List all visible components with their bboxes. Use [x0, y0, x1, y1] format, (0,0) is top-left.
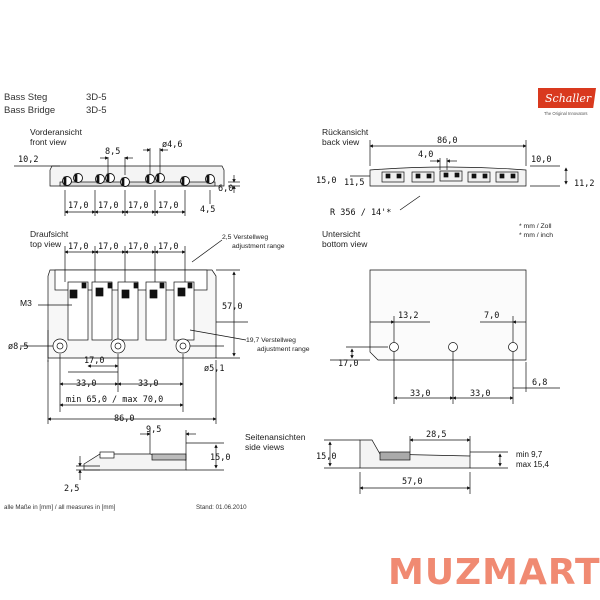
technical-drawing: 10,2 8,5 ø4,6 6,0 4,5 17,0 17,0 17,0 17,… — [8, 136, 594, 494]
back-dim-10: 10,0 — [531, 155, 551, 165]
side-right-max: max 15,4 — [516, 460, 549, 469]
top-dim-range: min 65,0 / max 70,0 — [66, 395, 163, 405]
side-right-dim-15: 15,0 — [316, 452, 336, 462]
side-left-dim-15: 15,0 — [210, 453, 230, 463]
bottom-dim-17: 17,0 — [338, 359, 358, 369]
header-row1-value: 3D-5 — [86, 92, 107, 103]
top-m3: M3 — [20, 298, 32, 308]
front-dim-spacing-1: 17,0 — [68, 201, 88, 211]
top-dim-86: 86,0 — [114, 414, 134, 424]
front-dim-8-5: 8,5 — [105, 147, 120, 157]
back-view-title-en: back view — [322, 137, 360, 147]
side-view-right-drawing — [324, 436, 508, 494]
side-left-dim-9-5: 9,5 — [146, 425, 161, 435]
header-row1-label: Bass Steg — [4, 92, 48, 103]
back-radius: R 356 / 14'* — [330, 208, 391, 218]
front-dim-spacing-4: 17,0 — [158, 201, 178, 211]
front-dim-spacing-2: 17,0 — [98, 201, 118, 211]
top-view-title-de: Draufsicht — [30, 229, 69, 239]
bottom-dim-33a: 33,0 — [410, 389, 430, 399]
back-dim-11-2: 11,2 — [574, 179, 594, 189]
back-dim-11-5: 11,5 — [344, 178, 364, 188]
top-dim-8-5: ø8,5 — [8, 342, 28, 352]
top-view-drawing — [20, 239, 248, 424]
front-view-title-de: Vorderansicht — [30, 127, 82, 137]
muzmart-watermark: MUZMART — [388, 552, 600, 593]
footer-date: Stand: 01.06.2010 — [196, 504, 247, 511]
side-left-dim-2-5: 2,5 — [64, 484, 79, 494]
front-dim-4-6: ø4,6 — [162, 140, 182, 150]
svg-text:Schaller: Schaller — [545, 92, 592, 105]
top-dim-spacing-2: 17,0 — [98, 242, 118, 252]
header-row2-value: 3D-5 — [86, 105, 107, 116]
side-view-title-de: Seitenansichten — [245, 432, 306, 442]
front-view-title-en: front view — [30, 137, 67, 147]
top-dim-57: 57,0 — [222, 302, 242, 312]
back-dim-15: 15,0 — [316, 176, 336, 186]
schaller-logo: Schaller The Original Innovators — [535, 88, 596, 118]
top-dim-spacing-1: 17,0 — [68, 242, 88, 252]
bottom-dim-33b: 33,0 — [470, 389, 490, 399]
adjust-side-de: 19,7 Verstellweg — [246, 337, 296, 344]
top-dim-17: 17,0 — [84, 356, 104, 366]
front-dim-spacing-3: 17,0 — [128, 201, 148, 211]
units-note-inch: * mm / inch — [519, 232, 553, 239]
bottom-view-title-de: Untersicht — [322, 229, 361, 239]
side-right-dim-57: 57,0 — [402, 477, 422, 487]
bottom-dim-13-2: 13,2 — [398, 311, 418, 321]
adjust-top-de: 2,5 Verstellweg — [222, 234, 269, 241]
adjust-side-en: adjustment range — [257, 346, 310, 353]
footer-measures: alle Maße in [mm] / all measures in [mm] — [4, 504, 116, 511]
top-dim-33b: 33,0 — [138, 379, 158, 389]
bottom-view-title-en: bottom view — [322, 239, 368, 249]
top-dim-33a: 33,0 — [76, 379, 96, 389]
front-dim-4-5: 4,5 — [200, 205, 215, 215]
bottom-dim-6-8: 6,8 — [532, 378, 547, 388]
front-dim-6-0: 6,0 — [218, 184, 233, 194]
back-view-title-de: Rückansicht — [322, 127, 369, 137]
top-dim-5-1: ø5,1 — [204, 364, 224, 374]
top-dim-spacing-3: 17,0 — [128, 242, 148, 252]
side-right-dim-28-5: 28,5 — [426, 430, 446, 440]
bottom-dim-7: 7,0 — [484, 311, 499, 321]
adjust-top-en: adjustment range — [232, 243, 285, 250]
side-view-left-drawing — [76, 430, 224, 480]
back-dim-4: 4,0 — [418, 150, 433, 160]
side-right-min: min 9,7 — [516, 450, 543, 459]
logo-tagline: The Original Innovators — [544, 111, 588, 116]
back-dim-86: 86,0 — [437, 136, 457, 146]
back-view-drawing — [350, 140, 568, 211]
bottom-view-drawing — [330, 269, 560, 404]
front-view-drawing — [14, 148, 240, 216]
header-row2-label: Bass Bridge — [4, 105, 56, 116]
top-dim-spacing-4: 17,0 — [158, 242, 178, 252]
front-dim-10-2: 10,2 — [18, 155, 38, 165]
side-view-title-en: side views — [245, 442, 285, 452]
units-note-zoll: * mm / Zoll — [519, 223, 552, 230]
top-view-title-en: top view — [30, 239, 62, 249]
